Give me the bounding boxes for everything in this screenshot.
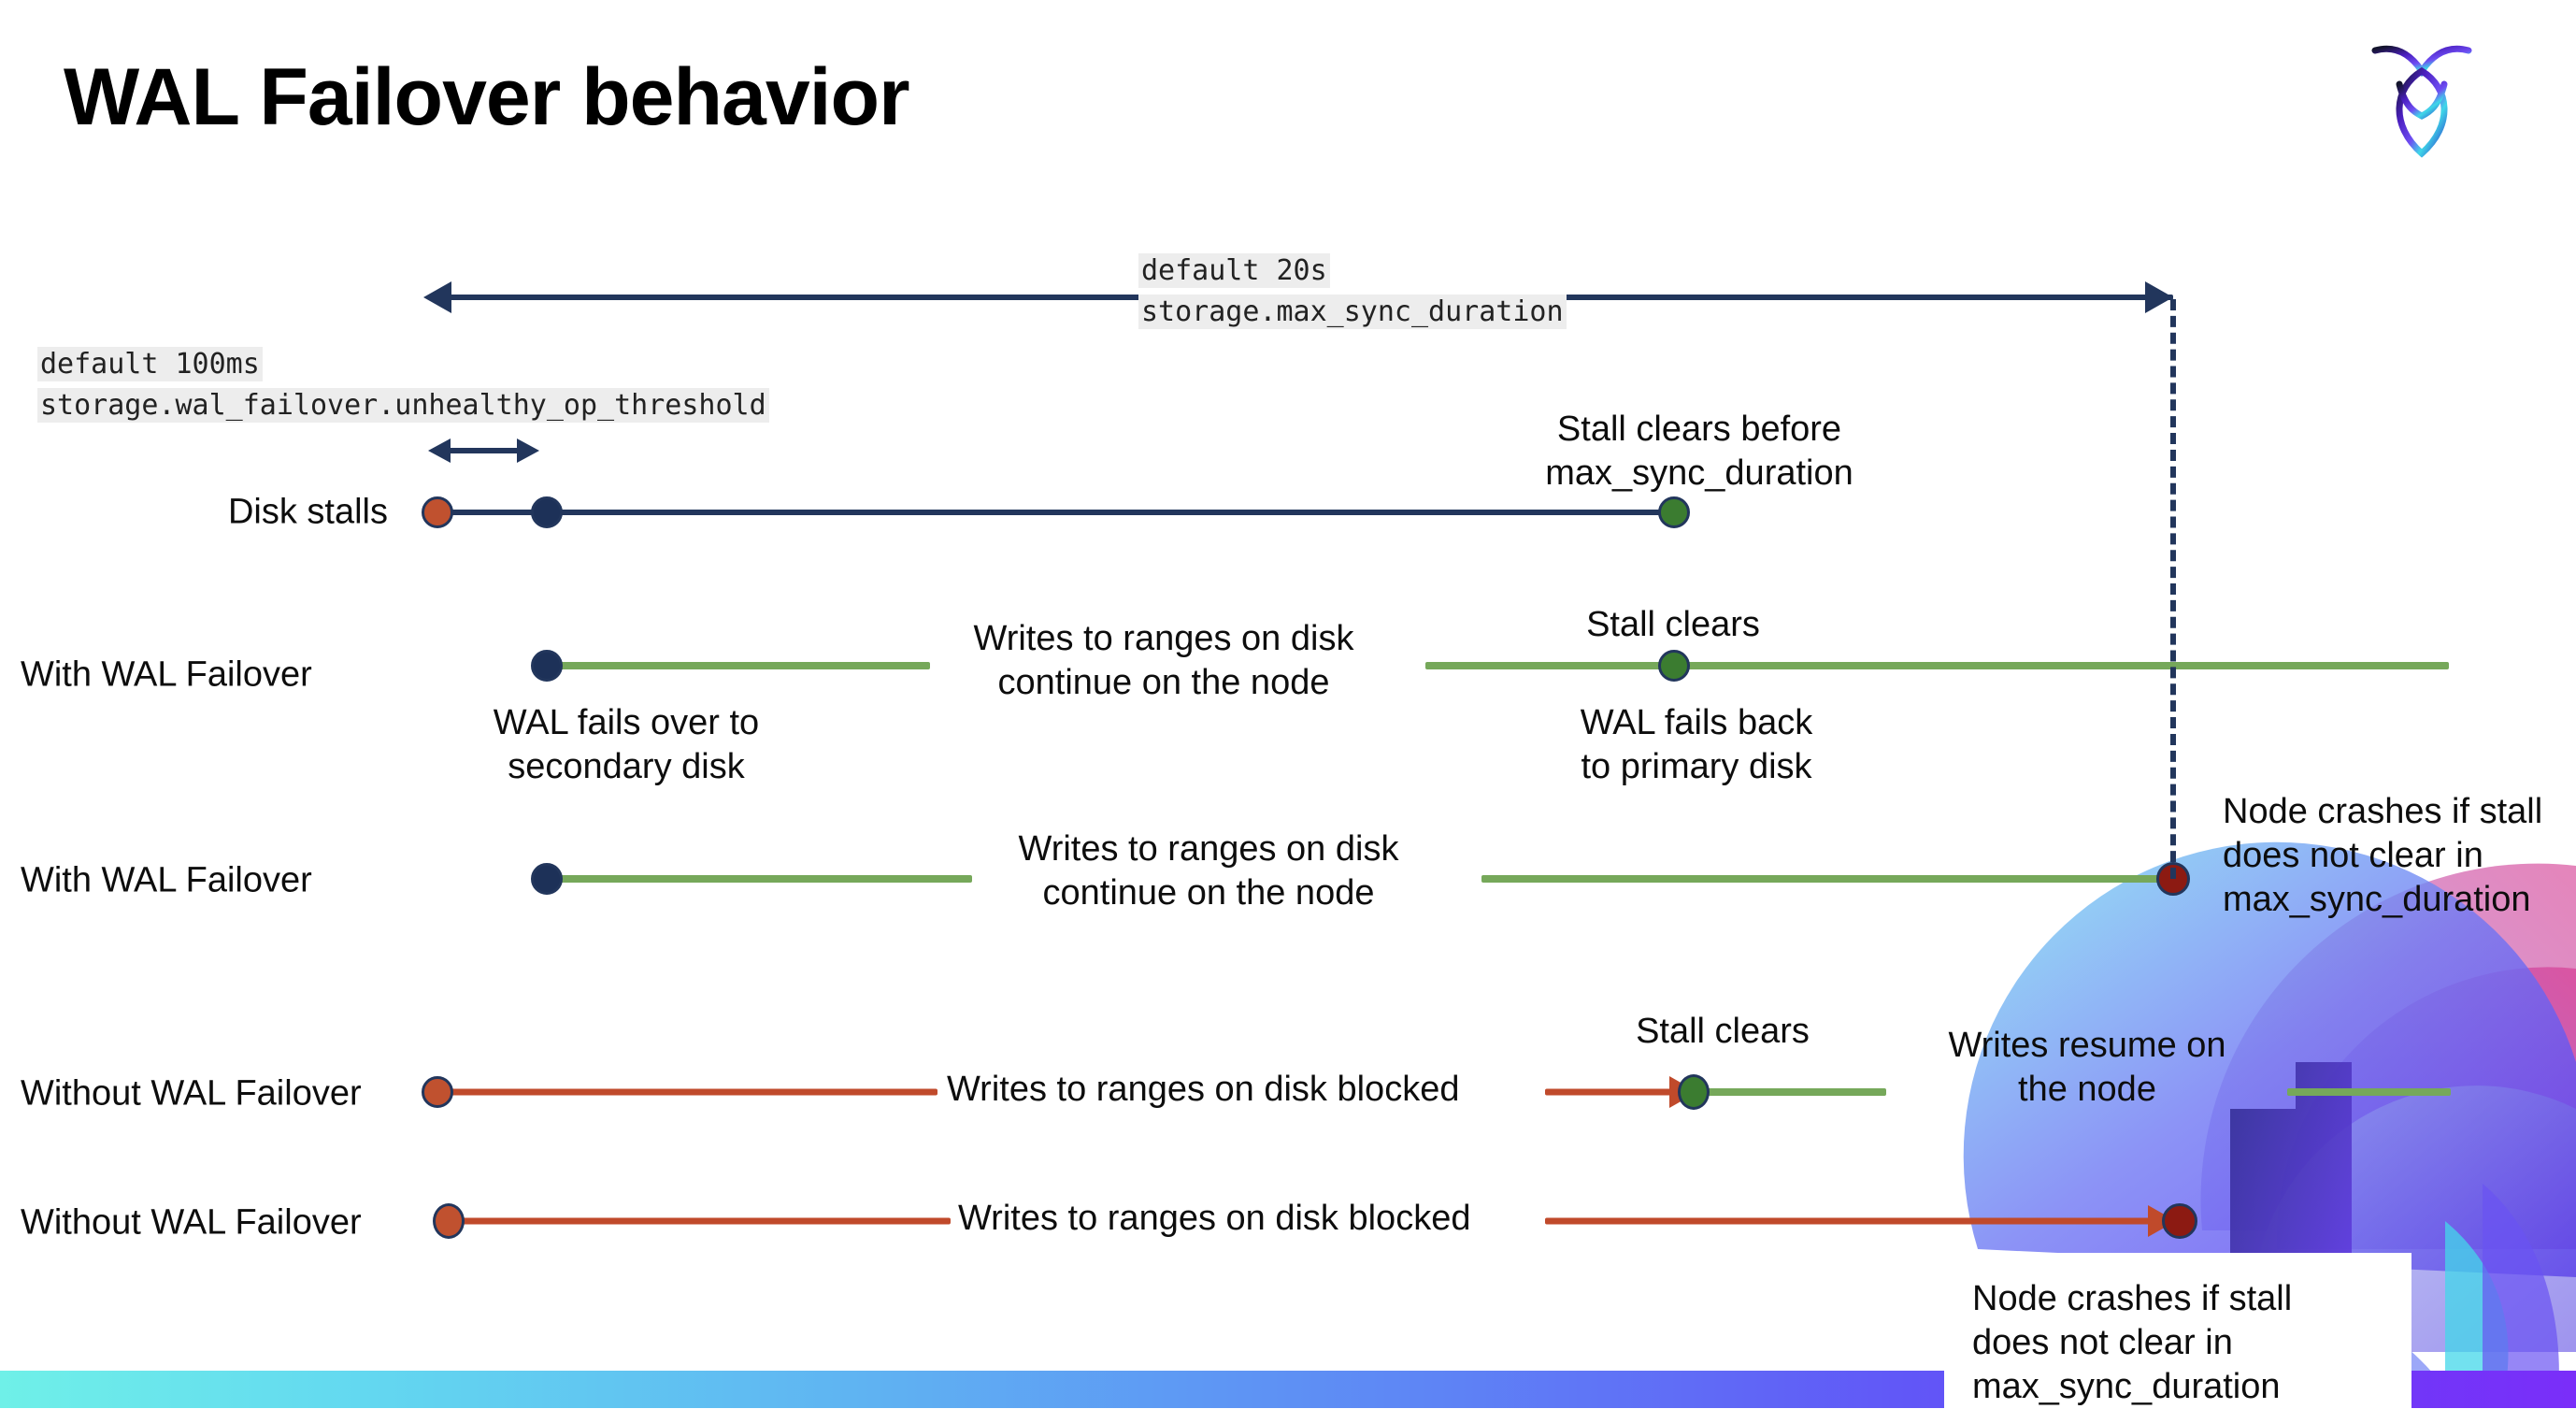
unhealthy-op-default-value: default 100ms <box>37 347 263 381</box>
note-writes-continue-2: Writes to ranges on disk continue on the… <box>1018 829 1399 913</box>
unhealthy-op-setting-name: storage.wal_failover.unhealthy_op_thresh… <box>37 388 769 423</box>
page-title: WAL Failover behavior <box>64 52 910 142</box>
without-failover-node-crash-dot <box>2162 1203 2197 1239</box>
disk-stalls-failover-dot <box>531 496 563 528</box>
without-failover-start-dot-1 <box>422 1076 453 1108</box>
note-wal-fails-back: WAL fails back to primary disk <box>1580 703 1813 786</box>
max-sync-duration-config-label: default 20s storage.max_sync_duration <box>1138 251 1567 333</box>
disk-stalls-clear-dot <box>1658 496 1690 528</box>
note-stall-clears-2: Stall clears <box>1636 1012 1810 1051</box>
without-failover-blocked-line-2b <box>1545 1217 2157 1225</box>
wal-failover-crash-timeline-segment-2 <box>1481 875 2173 883</box>
wal-failover-start-dot-1 <box>531 650 563 682</box>
unhealthy-op-threshold-config-label: default 100ms storage.wal_failover.unhea… <box>37 344 769 426</box>
without-failover-resume-line-1b <box>2287 1088 2451 1096</box>
cockroachdb-logo-icon <box>2366 30 2478 161</box>
note-node-crashes-2: Node crashes if stall does not clear in … <box>1944 1253 2411 1408</box>
without-failover-start-dot-2 <box>433 1203 465 1239</box>
max-sync-duration-dashed-guide <box>2170 299 2176 879</box>
row-label-disk-stalls: Disk stalls <box>227 492 388 532</box>
without-failover-resume-line-1 <box>1699 1088 1886 1096</box>
row-label-with-wal-failover-1: With WAL Failover <box>21 654 312 695</box>
wal-failover-stall-clears-dot <box>1658 650 1690 682</box>
unhealthy-op-span-line <box>449 448 519 453</box>
wal-failover-start-dot-2 <box>531 863 563 895</box>
note-wal-fails-over: WAL fails over to secondary disk <box>493 703 760 786</box>
note-writes-blocked-1: Writes to ranges on disk blocked <box>947 1070 1460 1109</box>
disk-stalls-start-dot <box>422 496 453 528</box>
disk-stalls-timeline <box>437 510 1674 515</box>
note-stall-clears-before-max-sync: Stall clears before max_sync_duration <box>1545 410 1853 493</box>
without-failover-blocked-line-1b <box>1545 1088 1679 1096</box>
max-sync-span-right-arrowhead <box>2145 281 2173 313</box>
max-sync-span-left-arrowhead <box>423 281 451 313</box>
wal-failover-timeline-segment-2 <box>1425 662 2449 669</box>
row-label-without-wal-failover-2: Without WAL Failover <box>21 1202 362 1243</box>
note-stall-clears-1: Stall clears <box>1586 605 1760 644</box>
note-writes-resume: Writes resume on the node <box>1948 1026 2226 1109</box>
note-writes-blocked-2: Writes to ranges on disk blocked <box>958 1199 1471 1238</box>
row-label-without-wal-failover-1: Without WAL Failover <box>21 1073 362 1114</box>
row-label-with-wal-failover-2: With WAL Failover <box>21 860 312 900</box>
wal-failover-crash-timeline-segment-1 <box>547 875 972 883</box>
max-sync-setting-name: storage.max_sync_duration <box>1138 295 1567 329</box>
max-sync-default-value: default 20s <box>1138 253 1330 288</box>
unhealthy-op-left-arrowhead <box>428 439 451 463</box>
without-failover-blocked-line-2a <box>449 1217 951 1225</box>
wal-failover-timeline-segment-1 <box>547 662 930 669</box>
note-node-crashes-1: Node crashes if stall does not clear in … <box>2223 792 2543 919</box>
unhealthy-op-right-arrowhead <box>517 439 539 463</box>
without-failover-stall-clears-dot <box>1678 1074 1710 1110</box>
note-writes-continue-1: Writes to ranges on disk continue on the… <box>973 619 1354 702</box>
without-failover-blocked-line-1a <box>437 1088 937 1096</box>
